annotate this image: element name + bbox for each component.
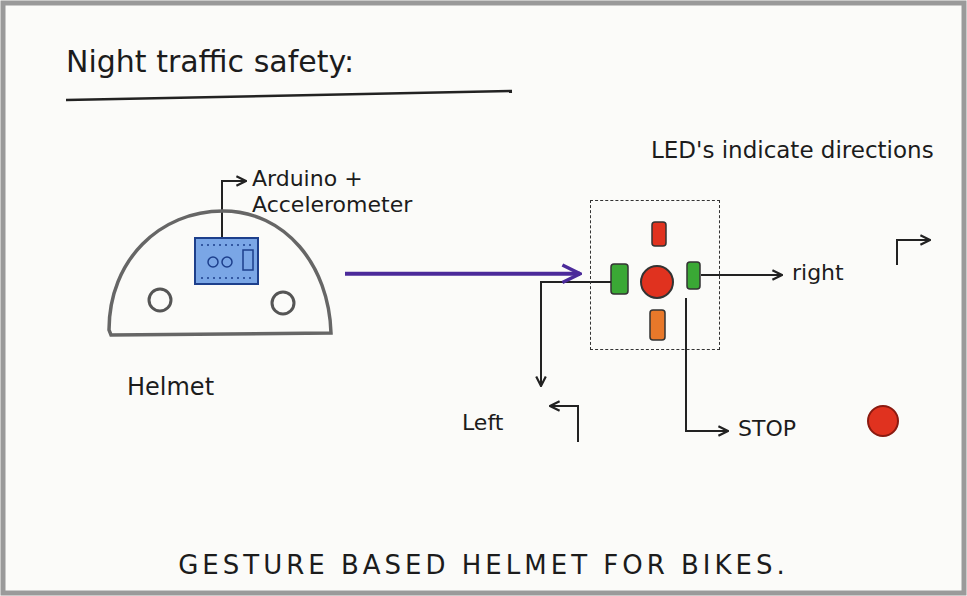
orange-led: [650, 310, 665, 340]
turn-left-symbol: [550, 406, 578, 442]
board-pins: [201, 245, 251, 278]
stop-led: [641, 266, 673, 298]
node-heading: LED's indicate directions: [651, 137, 941, 165]
board-part: [222, 257, 232, 267]
title-underline: [66, 91, 512, 100]
part-label: Arduino + Accelerometer: [252, 166, 430, 219]
flow-arrow: [345, 272, 580, 276]
right-led: [687, 262, 700, 289]
vent-hole: [149, 289, 171, 311]
left-led: [611, 264, 628, 294]
leader-line: [686, 298, 728, 431]
arduino-board: [195, 238, 258, 284]
node-heading: Helmet: [127, 373, 287, 402]
board-part: [208, 257, 218, 267]
part-label: right: [792, 260, 882, 286]
turn-right-symbol: [897, 240, 930, 265]
part-label: STOP: [738, 416, 838, 442]
helmet-outline: [109, 211, 331, 335]
led-panel-box: LED's indicate directions: [590, 200, 720, 350]
title: Night traffic safety:: [66, 44, 354, 80]
helmet-outline: [105, 205, 335, 340]
caption: GESTURE BASED HELMET FOR BIKES.: [60, 550, 907, 581]
leader-line: [701, 274, 782, 276]
helmet-shape: Helmet: [105, 205, 335, 340]
vent-hole: [272, 292, 294, 314]
paper-sheet: [3, 3, 964, 593]
red-led: [652, 222, 666, 246]
part-label: Left: [462, 410, 532, 436]
board-part: [243, 250, 253, 270]
leader-line: [541, 282, 611, 386]
stop-dot: [868, 406, 898, 436]
